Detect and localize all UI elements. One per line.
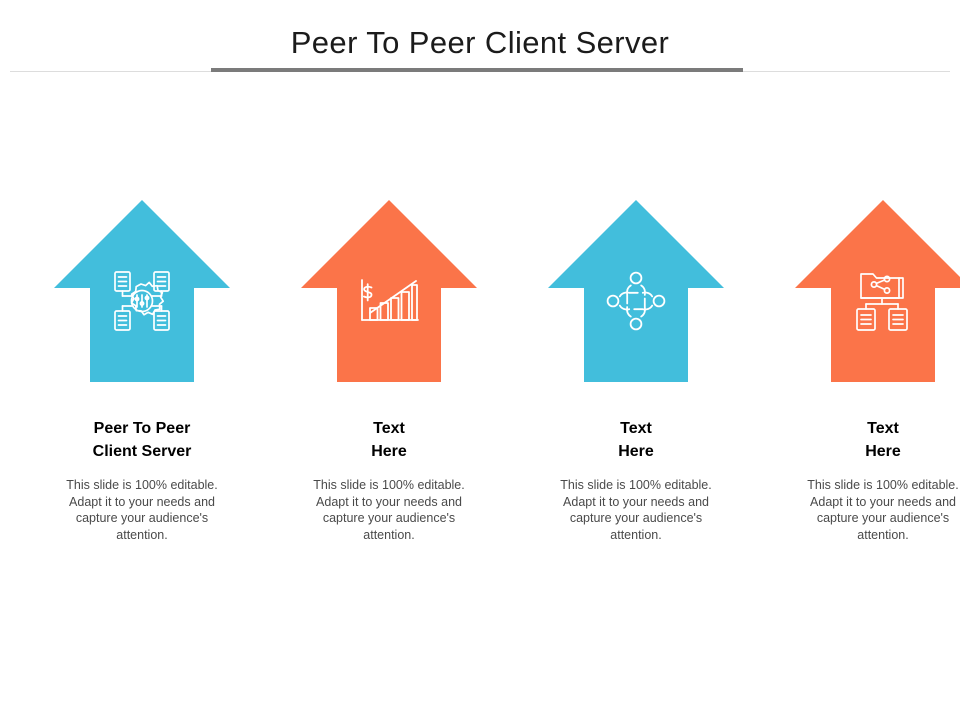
column-heading: Text Here: [618, 420, 654, 460]
up-arrow-icon: [301, 200, 477, 382]
column-body-text: This slide is 100% editable. Adapt it to…: [66, 478, 218, 542]
column-heading: Text Here: [371, 420, 407, 460]
arrow-shape-1[interactable]: [53, 196, 231, 386]
column-1[interactable]: Peer To Peer Client Server This slide is…: [37, 196, 247, 543]
page-title: Peer To Peer Client Server: [290, 25, 670, 60]
up-arrow-icon: [54, 200, 230, 382]
column-heading: Peer To Peer Client Server: [92, 420, 192, 460]
column-2[interactable]: Text Here This slide is 100% editable. A…: [284, 196, 494, 543]
column-3[interactable]: Text Here This slide is 100% editable. A…: [531, 196, 741, 543]
header-divider-accent: [211, 68, 743, 72]
column-heading: Text Here: [865, 420, 901, 460]
up-arrow-icon: [548, 200, 724, 382]
column-body-text: This slide is 100% editable. Adapt it to…: [560, 478, 712, 542]
up-arrow-icon: [795, 200, 960, 382]
arrow-shape-4[interactable]: [794, 196, 960, 386]
arrow-shape-3[interactable]: [547, 196, 725, 386]
column-body-text: This slide is 100% editable. Adapt it to…: [807, 478, 959, 542]
arrow-columns: Peer To Peer Client Server This slide is…: [0, 196, 960, 556]
column-4[interactable]: Text Here This slide is 100% editable. A…: [778, 196, 960, 543]
column-body-text: This slide is 100% editable. Adapt it to…: [313, 478, 465, 542]
arrow-shape-2[interactable]: [300, 196, 478, 386]
slide-header: Peer To Peer Client Server: [0, 0, 960, 78]
